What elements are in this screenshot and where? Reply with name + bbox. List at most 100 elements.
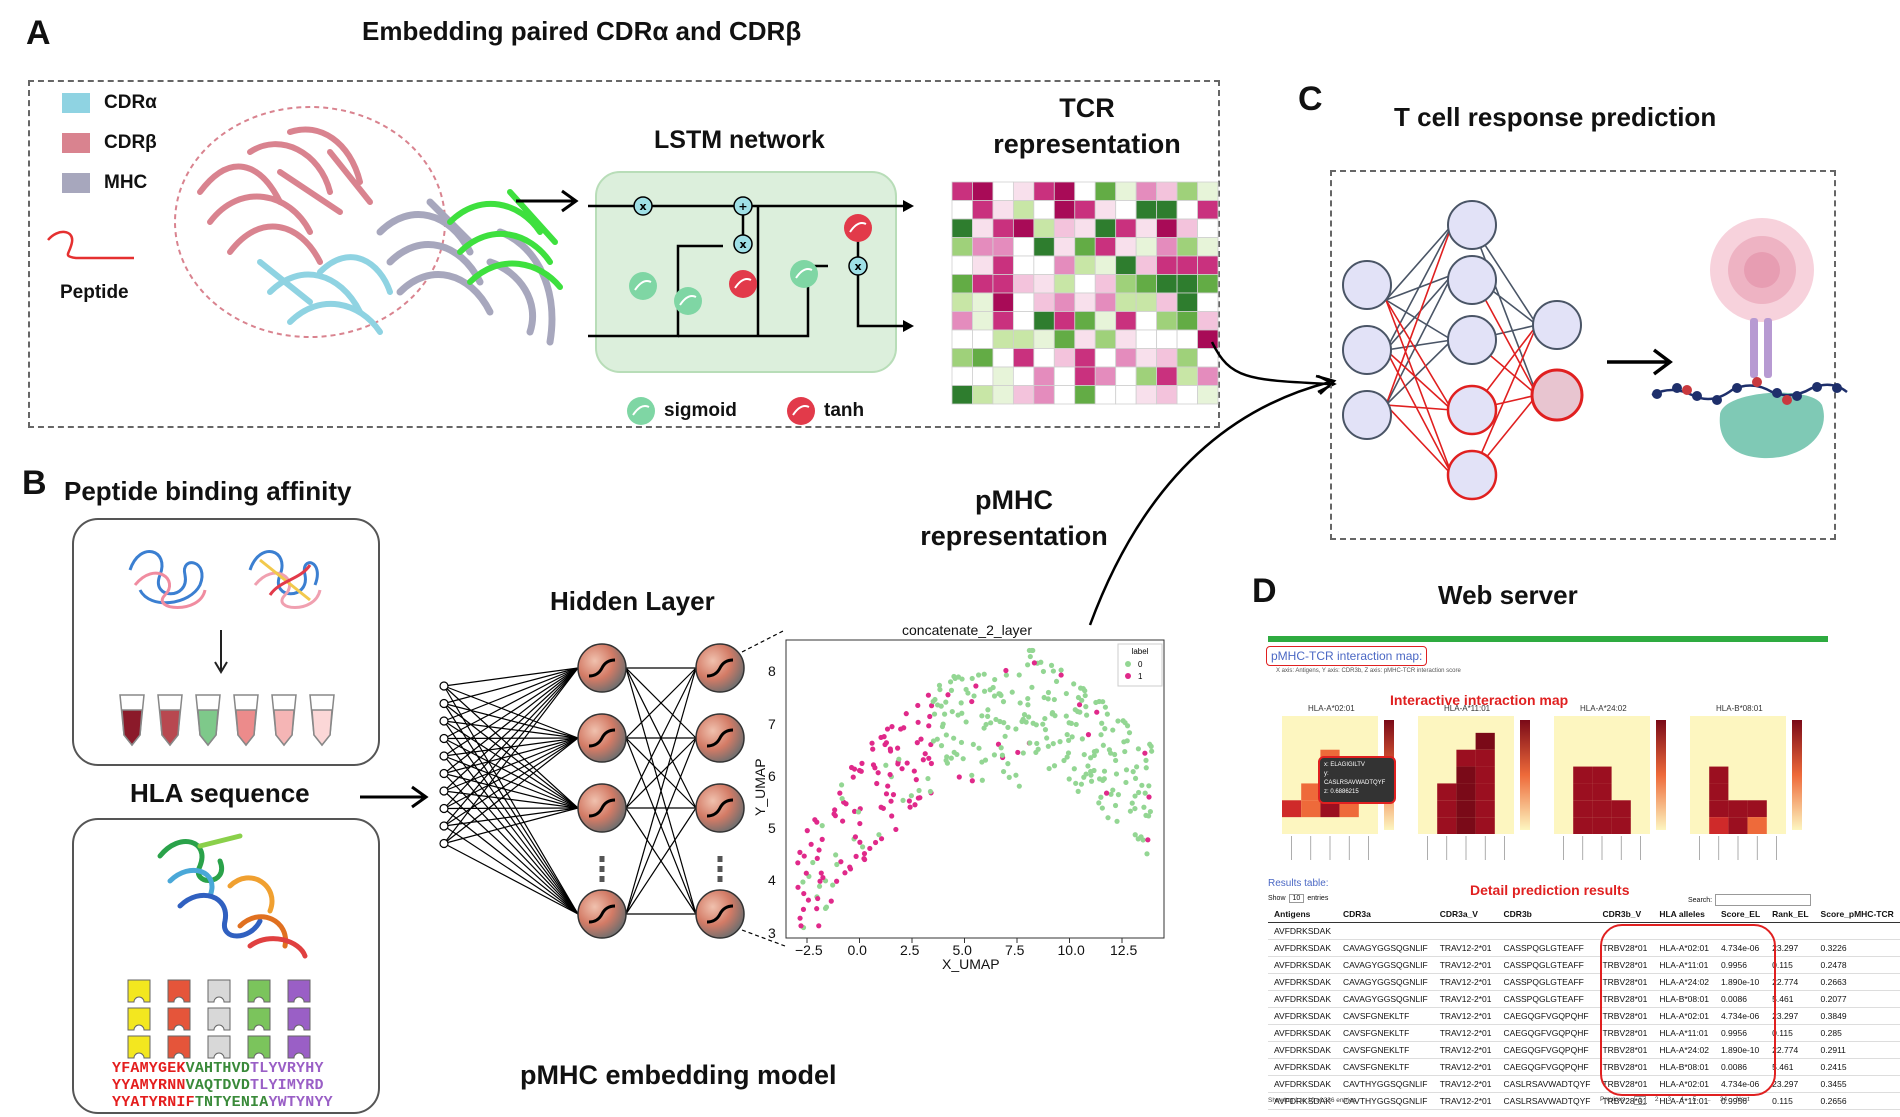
point-label-1: [837, 790, 843, 796]
sigmoid-label: sigmoid: [664, 400, 737, 421]
point-label-0: [1115, 718, 1121, 724]
point-label-0: [1042, 715, 1048, 722]
point-label-1: [889, 813, 895, 819]
heatmap[interactable]: [1688, 710, 1818, 870]
page-link[interactable]: 34: [1719, 1096, 1728, 1103]
point-label-0: [1124, 723, 1131, 729]
point-label-0: [930, 738, 937, 744]
point-label-0: [937, 686, 943, 693]
legend-mhc-label: MHC: [104, 172, 148, 193]
point-label-0: [1079, 736, 1085, 742]
column-header[interactable]: Rank_EL: [1766, 906, 1815, 923]
table-cell: TRBV28*01: [1596, 1024, 1654, 1042]
tanh-legend: tanh: [786, 396, 864, 426]
point-label-0: [1002, 733, 1008, 739]
point-label-1: [808, 841, 814, 847]
point-label-0: [855, 809, 862, 815]
sigmoid-legend: sigmoid: [626, 396, 737, 426]
point-label-0: [1144, 851, 1150, 857]
column-header[interactable]: Score_pMHC-TCR: [1814, 906, 1900, 923]
point-label-1: [798, 923, 804, 929]
heatmap[interactable]: [1552, 710, 1682, 870]
point-label-0: [1134, 764, 1140, 770]
interaction-map-link[interactable]: pMHC-TCR interaction map:: [1266, 646, 1428, 666]
hla-sequence-title: HLA sequence: [130, 778, 310, 808]
point-label-0: [839, 795, 845, 802]
heatmap[interactable]: [1416, 710, 1546, 870]
point-label-0: [941, 711, 948, 717]
point-label-0: [1006, 774, 1012, 780]
point-label-0: [1005, 724, 1011, 730]
table-cell: AVFDRKSDAK: [1268, 1007, 1337, 1025]
table-cell: 4.734e-06: [1714, 1007, 1767, 1025]
page-link[interactable]: 5: [1692, 1096, 1697, 1103]
point-label-1: [925, 692, 932, 698]
table-cell: 5.461: [1766, 990, 1815, 1008]
point-label-0: [1105, 815, 1111, 821]
point-label-0: [1045, 689, 1052, 696]
table-cell: 0.9956: [1714, 1092, 1767, 1110]
page-link[interactable]: Previous: [1600, 1096, 1626, 1103]
page-link[interactable]: ...: [1705, 1096, 1711, 1103]
point-label-0: [988, 720, 994, 726]
column-header[interactable]: CDR3a_V: [1433, 906, 1498, 923]
page-link[interactable]: 1: [1634, 1096, 1646, 1105]
entries-label: entries: [1307, 895, 1329, 902]
hidden-layer-network: [439, 629, 786, 947]
table-row: AVFDRKSDAK: [1268, 922, 1900, 940]
table-cell: TRAV12-2*01: [1433, 939, 1498, 957]
tooltip-y: y: CASLRSAVWADTQYF: [1324, 771, 1386, 786]
page-link[interactable]: Next: [1736, 1096, 1750, 1103]
point-label-1: [883, 740, 890, 746]
point-label-0: [1074, 708, 1081, 715]
point-label-1: [861, 851, 868, 857]
point-label-0: [1064, 731, 1070, 738]
point-label-0: [971, 693, 977, 699]
umap-xtick-label: 7.5: [1005, 942, 1025, 958]
point-label-1: [831, 811, 837, 817]
column-header[interactable]: CDR3b: [1497, 906, 1597, 923]
page-link[interactable]: 2: [1654, 1096, 1659, 1103]
point-label-1: [926, 755, 932, 761]
page-link[interactable]: 3: [1667, 1096, 1672, 1103]
sigmoid-icon: [627, 397, 655, 425]
arrow-structure-to-lstm: [516, 189, 579, 213]
table-cell: HLA-A*11:01: [1653, 956, 1715, 974]
svg-text:x: x: [854, 260, 861, 273]
page-link[interactable]: 4: [1680, 1096, 1684, 1103]
column-header[interactable]: CDR3a: [1337, 906, 1434, 923]
point-label-0: [816, 883, 823, 889]
column-header[interactable]: Antigens: [1268, 906, 1337, 923]
point-label-0: [998, 745, 1004, 751]
point-label-0: [1027, 653, 1033, 660]
point-label-1: [890, 792, 897, 798]
point-label-1: [851, 766, 858, 772]
point-label-0: [1091, 752, 1097, 759]
table-cell: HLA-A*24:02: [1653, 1041, 1715, 1059]
table-cell: TRAV12-2*01: [1433, 1007, 1498, 1025]
point-label-0: [1000, 699, 1007, 705]
point-label-1: [906, 798, 912, 804]
column-header[interactable]: CDR3b_V: [1596, 906, 1654, 923]
table-cell: 0.2077: [1814, 990, 1900, 1008]
point-label-1: [874, 780, 880, 787]
column-header[interactable]: Score_EL: [1714, 906, 1767, 923]
column-header[interactable]: HLA alleles: [1653, 906, 1715, 923]
point-label-1: [887, 746, 893, 752]
point-label-1: [883, 791, 890, 797]
point-label-0: [949, 708, 955, 715]
seq-segment-red: YYAMYRNN: [112, 1077, 186, 1094]
search-input[interactable]: [1715, 894, 1812, 906]
entries-select[interactable]: 10: [1288, 894, 1305, 903]
